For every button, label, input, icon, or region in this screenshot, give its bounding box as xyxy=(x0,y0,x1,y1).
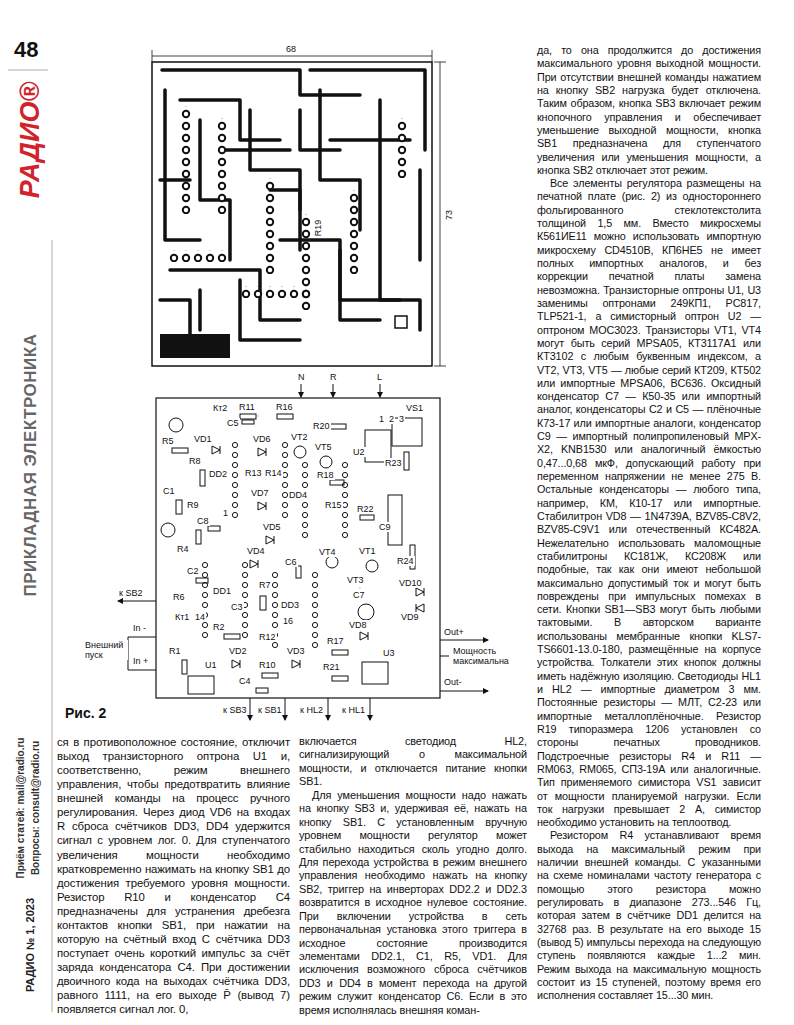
part-label: VD9 xyxy=(400,612,420,622)
connection-label: к SB3 xyxy=(222,705,247,715)
connection-label: к SB1 xyxy=(257,705,282,715)
part-label: C6 xyxy=(284,557,298,567)
part-label: VD10 xyxy=(398,578,423,588)
part-label: R18 xyxy=(316,470,335,480)
text-column: ся в противоположное состояние, отключит… xyxy=(57,735,290,1016)
part-label: R21 xyxy=(322,662,341,672)
part-label: R1 xyxy=(168,646,182,656)
body-paragraph: ся в противоположное состояние, отключит… xyxy=(57,735,290,1016)
part-label: VT5 xyxy=(314,442,333,452)
part-label: VT1 xyxy=(358,546,377,556)
section-title: ПРИКЛАДНАЯ ЭЛЕКТРОНИКА xyxy=(21,334,41,597)
connection-label: к HL1 xyxy=(341,705,366,715)
body-paragraph: Резистором R4 устанавливают время выхода… xyxy=(537,829,761,1002)
connection-label: к HL2 xyxy=(299,705,324,715)
connection-label: Out- xyxy=(443,677,463,687)
part-label: C7 xyxy=(352,590,366,600)
connection-label: Out+ xyxy=(443,627,465,637)
pcb-track-drawing xyxy=(152,50,446,366)
part-label: DD2 xyxy=(208,469,228,479)
connection-label: Мощность максимальна xyxy=(452,646,520,666)
part-label: DD1 xyxy=(212,586,232,596)
part-label: C3 xyxy=(230,602,244,612)
part-label: VD3 xyxy=(286,646,306,656)
part-label: VD6 xyxy=(252,434,272,444)
page-number: 48 xyxy=(14,38,38,62)
part-label: VT4 xyxy=(318,547,337,557)
part-label: C4 xyxy=(238,676,252,686)
part-label: R14 xyxy=(264,468,283,478)
part-label: R16 xyxy=(275,402,294,412)
part-label: C1 xyxy=(162,486,176,496)
part-label: R24 xyxy=(396,556,415,566)
connection-label: In + xyxy=(132,656,149,666)
part-label: VD5 xyxy=(262,522,282,532)
text-column: включается светодиод HL2, сигнализирующи… xyxy=(299,735,527,1016)
connection-label: Внешний пуск xyxy=(84,640,128,660)
part-label: VD4 xyxy=(246,546,266,556)
part-label: Кт1 xyxy=(174,612,190,622)
part-label: R5 xyxy=(161,436,175,446)
part-label: C2 xyxy=(186,566,200,576)
part-label: R20 xyxy=(312,421,331,431)
part-label: R11 xyxy=(238,402,256,412)
connection-label: In - xyxy=(132,623,147,633)
part-label: U2 xyxy=(352,447,366,457)
part-label: VD7 xyxy=(250,488,270,498)
contact-line: Приём статей: mail@radio.ru xyxy=(15,738,27,879)
figure-caption: Рис. 2 xyxy=(65,705,106,721)
part-label: U3 xyxy=(382,648,396,658)
part-label: C5 xyxy=(226,418,240,428)
part-label: VD2 xyxy=(228,646,248,656)
part-label: VD8 xyxy=(348,620,368,630)
part-label: C9 xyxy=(378,522,392,532)
part-label: R10 xyxy=(258,660,277,670)
body-paragraph: Все элементы регулятора размещены на печ… xyxy=(537,177,761,829)
dimension-label: 68 xyxy=(285,44,297,54)
terminal-label: N xyxy=(297,372,306,382)
part-label: R7 xyxy=(258,580,272,590)
part-label: R19 xyxy=(313,219,323,238)
part-label: VS1 xyxy=(405,403,424,413)
dimension-label: 73 xyxy=(444,209,454,221)
terminal-label: R xyxy=(329,372,338,382)
pin-number: 1 xyxy=(378,414,385,424)
body-paragraph: да, то она продолжится до достижения мак… xyxy=(537,44,761,177)
part-label: R15 xyxy=(324,500,343,510)
part-label: R6 xyxy=(172,592,186,602)
part-label: R2 xyxy=(212,622,226,632)
part-label: DD3 xyxy=(280,600,300,610)
sidebar-rules xyxy=(8,70,52,1012)
issue-label: РАДИО № 1, 2023 xyxy=(24,898,37,992)
part-label: DD4 xyxy=(288,490,308,500)
pin-number: 16 xyxy=(282,616,294,626)
body-paragraph: Для уменьшения мощности надо нажать на к… xyxy=(299,789,527,1017)
part-label: C8 xyxy=(196,516,210,526)
magazine-logo: РАДИО® xyxy=(15,82,45,199)
part-label: R22 xyxy=(356,504,375,514)
connection-label: к SB2 xyxy=(118,588,143,598)
pin-number: 3 xyxy=(398,414,405,424)
part-label: R17 xyxy=(326,636,345,646)
pin-number: 1 xyxy=(222,508,229,518)
part-label: R12 xyxy=(258,632,277,642)
part-label: VT3 xyxy=(346,575,365,585)
part-label: R9 xyxy=(186,500,200,510)
contact-line: Вопросы: consult@radio.ru xyxy=(30,741,42,875)
part-label: R4 xyxy=(176,544,190,554)
part-label: VD1 xyxy=(193,434,213,444)
part-label: R23 xyxy=(384,458,403,468)
text-column: да, то она продолжится до достижения мак… xyxy=(537,44,761,1016)
body-paragraph: включается светодиод HL2, сигнализирующи… xyxy=(299,735,527,789)
part-label: Кт2 xyxy=(212,403,228,413)
pin-number: 14 xyxy=(194,612,206,622)
terminal-label: L xyxy=(376,372,383,382)
part-label: U1 xyxy=(204,660,218,670)
part-label: R13 xyxy=(244,468,263,478)
part-label: R8 xyxy=(188,456,202,466)
component-placement-drawing xyxy=(118,384,488,720)
part-label: VT2 xyxy=(290,432,309,442)
pin-number: 2 xyxy=(388,414,395,424)
